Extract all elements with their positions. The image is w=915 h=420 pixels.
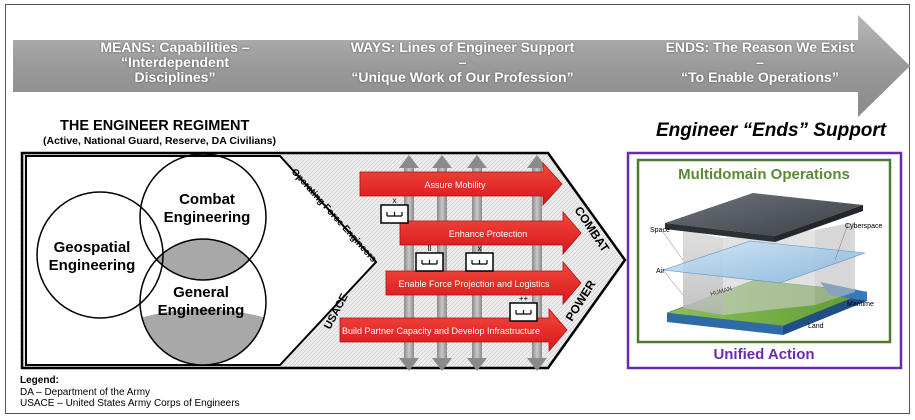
banner-means-line3: Disciplines” [134, 69, 216, 85]
banner-means-line1: MEANS: Capabilities – [100, 39, 250, 55]
unit-symbol-3: x [465, 244, 494, 272]
banner-ways-line3: “Unique Work of Our Profession” [351, 69, 574, 85]
venn-general-circle [139, 238, 267, 366]
line-of-support-3-label: Enable Force Projection and Logistics [398, 279, 550, 289]
unit-symbol-1-echelon: x [393, 196, 397, 205]
unit-symbol-2-echelon: II [427, 244, 431, 253]
ends-support-panel: Multidomain Operations HUMAN Space Cyber… [626, 151, 903, 370]
legend-da: DA – Department of the Army [20, 386, 151, 398]
geospatial-line1: Geospatial [54, 239, 131, 256]
unit-symbol-4-echelon: ++ [519, 294, 529, 303]
space-label: Space [650, 227, 670, 234]
cyberspace-label: Cyberspace [845, 223, 882, 230]
banner-ends-line2: – [756, 54, 764, 70]
banner-means-line2: “Interdependent [120, 54, 230, 70]
maritime-label: Maritime [847, 301, 874, 308]
unit-symbol-4: ++ [509, 294, 538, 322]
line-of-support-4-label: Build Partner Capacity and Develop Infra… [342, 326, 540, 336]
regiment-title: THE ENGINEER REGIMENT [60, 118, 250, 134]
legend: Legend: DA – Department of the Army USAC… [20, 375, 240, 410]
unified-action-label: Unified Action [713, 346, 814, 363]
regiment-subtitle: (Active, National Guard, Reserve, DA Civ… [43, 135, 277, 147]
unit-symbol-3-echelon: x [478, 244, 482, 253]
line-of-support-2: Enhance Protection [399, 210, 582, 256]
land-label: Land [808, 323, 824, 330]
general-line1: General [173, 284, 229, 301]
general-line2: Engineering [158, 302, 245, 319]
banner-ends: ENDS: The Reason We Exist – “To Enable O… [650, 40, 870, 85]
venn-diagram: Combat Engineering Geospatial Engineerin… [36, 153, 267, 366]
banner-ways: WAYS: Lines of Engineer Support – “Uniqu… [340, 40, 585, 85]
air-label: Air [656, 268, 665, 275]
banner-ends-line3: “To Enable Operations” [681, 69, 839, 85]
geospatial-line2: Engineering [49, 257, 136, 274]
line-of-support-1: Assure Mobility [359, 161, 563, 207]
human-label: HUMAN [710, 286, 733, 298]
figure-frame [5, 4, 910, 414]
venn-geospatial-circle [36, 191, 164, 319]
line-of-support-1-label: Assure Mobility [424, 180, 486, 190]
combat-line1: Combat [179, 191, 235, 208]
mdo-title: Multidomain Operations [678, 166, 850, 183]
line-of-support-3: Enable Force Projection and Logistics [385, 260, 582, 306]
unit-symbol-2: II [415, 244, 444, 272]
banner-means: MEANS: Capabilities – “Interdependent Di… [75, 40, 275, 85]
banner-ways-line2: – [458, 54, 467, 70]
banner-ends-line1: ENDS: The Reason We Exist [665, 39, 855, 55]
engineer-regiment-diagram: Combat Engineering Geospatial Engineerin… [20, 151, 627, 371]
combat-line2: Engineering [164, 209, 251, 226]
legend-usace: USACE – United States Army Corps of Engi… [20, 398, 240, 409]
unit-symbol-1: x [380, 196, 409, 224]
line-of-support-2-label: Enhance Protection [449, 229, 528, 239]
venn-combat-circle [139, 153, 267, 281]
legend-heading: Legend: [20, 375, 59, 386]
ends-support-title: Engineer “Ends” Support [656, 120, 887, 141]
banner-arrow [13, 15, 910, 117]
banner-ways-line1: WAYS: Lines of Engineer Support [350, 39, 575, 55]
